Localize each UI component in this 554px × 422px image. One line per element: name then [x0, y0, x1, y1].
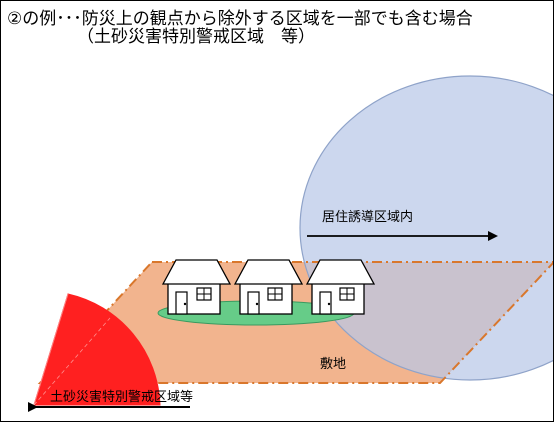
house-icon	[161, 259, 232, 315]
hazard-zone-edge	[33, 293, 69, 406]
hazard-zone-label: 土砂災害特別警戒区域等	[50, 389, 193, 405]
hazard-zone-dash	[33, 317, 111, 406]
diagram-title: ②の例･･･防災上の観点から除外する区域を一部でも含む場合	[7, 9, 473, 29]
house-icon	[305, 259, 376, 315]
site-label: 敷地	[320, 357, 346, 372]
residential-zone-label: 居住誘導区域内	[322, 209, 413, 225]
diagram-subtitle: （土砂災害特別警戒区域 等）	[77, 27, 315, 47]
house-icon	[233, 259, 304, 315]
hazard-zone	[33, 293, 161, 406]
